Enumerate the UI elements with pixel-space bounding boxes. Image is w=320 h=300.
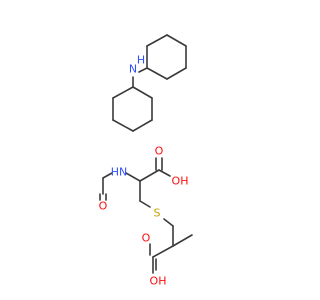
chemical-structure-canvas: N H: [98, 34, 193, 288]
dicyclohexylamine: N H: [112, 34, 187, 132]
acid2-o-label: O: [142, 232, 151, 245]
acid2-oh-label: OH: [150, 275, 167, 288]
amide-o-label: O: [99, 200, 108, 213]
amine-n-label: N: [129, 63, 137, 76]
acid1-oh-label: OH: [172, 175, 189, 188]
acid1-o-label: O: [155, 145, 164, 158]
sulfur-label: S: [154, 207, 161, 220]
cyclohexyl-ring-upper: [146, 34, 187, 80]
amine-h-label: H: [137, 54, 145, 67]
n-acetylcysteine-conjugate: HN O O OH S O OH: [99, 145, 193, 288]
structure-drawing: N H: [99, 34, 193, 288]
cyclohexyl-ring-lower: [112, 86, 153, 132]
amide-nh-label: HN: [111, 166, 128, 179]
